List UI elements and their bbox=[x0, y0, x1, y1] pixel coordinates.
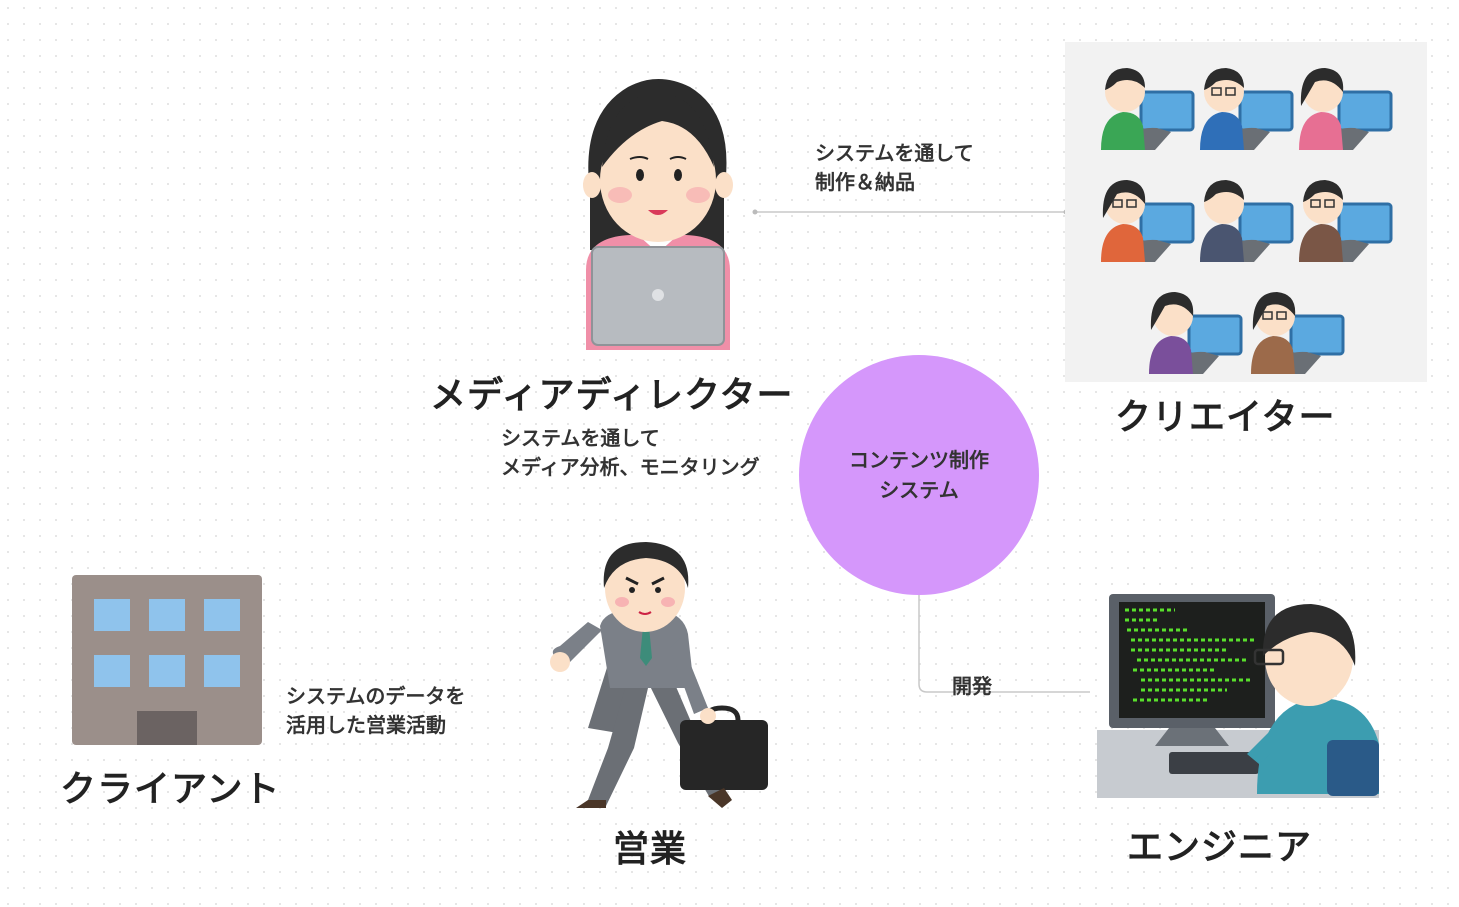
engineer-illustration bbox=[1097, 594, 1379, 802]
creator-figure bbox=[1299, 68, 1393, 150]
client-building-illustration bbox=[72, 575, 262, 749]
director-relation-caption: システムを通して メディア分析、モニタリング bbox=[501, 426, 760, 479]
media-director-label: メディアディレクター bbox=[430, 375, 794, 416]
client-label: クライアント bbox=[60, 769, 281, 810]
engineer-relation-caption: 開発 bbox=[952, 674, 992, 698]
creator-figure bbox=[1251, 292, 1345, 374]
creator-figure bbox=[1101, 68, 1195, 150]
creator-label: クリエイター bbox=[1115, 397, 1336, 438]
creator-figure bbox=[1200, 180, 1294, 262]
content-system-hub: コンテンツ制作 システム bbox=[799, 355, 1039, 595]
sales-businessman-illustration bbox=[548, 538, 773, 817]
creators-illustration bbox=[1065, 42, 1427, 382]
media-director-illustration bbox=[578, 75, 738, 354]
engineer-label: エンジニア bbox=[1127, 827, 1313, 868]
engineer-connector bbox=[918, 595, 1090, 693]
creator-figure bbox=[1200, 68, 1294, 150]
sales-relation-caption: システムのデータを 活用した営業活動 bbox=[286, 684, 466, 737]
creator-figure bbox=[1149, 292, 1243, 374]
creator-figure bbox=[1299, 180, 1393, 262]
sales-label: 営業 bbox=[613, 829, 688, 870]
creator-figure bbox=[1101, 180, 1195, 262]
creator-relation-caption: システムを通して 制作＆納品 bbox=[815, 141, 974, 194]
